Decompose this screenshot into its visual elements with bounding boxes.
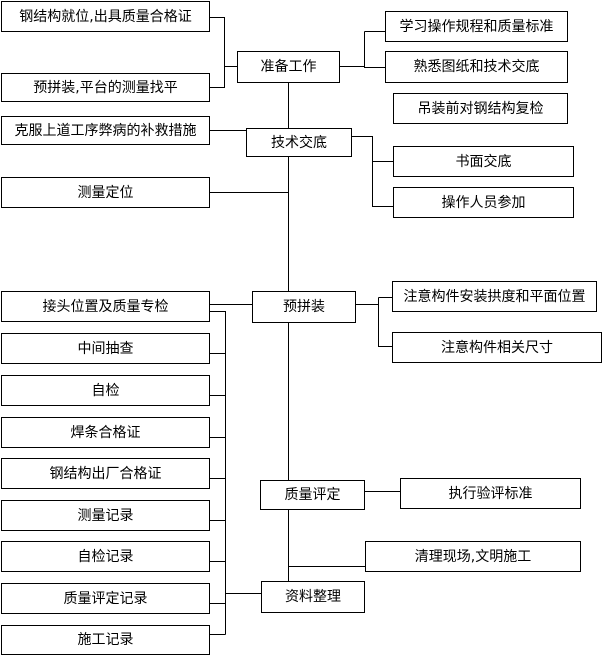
tech-item-remedy: 克服上道工序弊病的补救措施: [1, 116, 210, 145]
tech-item-survey: 测量定位: [1, 177, 210, 208]
stage-quality: 质量评定: [260, 480, 365, 510]
check-item-quality-record: 质量评定记录: [1, 583, 210, 614]
check-item-joint: 接头位置及质量专检: [1, 291, 210, 322]
pre-right-connector: [356, 297, 392, 347]
prep-left-connector: [210, 17, 237, 88]
tech-left-connector: [210, 130, 288, 193]
stage-docs: 资料整理: [261, 581, 365, 613]
stage-tech: 技术交底: [246, 128, 352, 157]
pre-item-camber: 注意构件安装拱度和平面位置: [392, 281, 597, 312]
check-item-self-record: 自检记录: [1, 541, 210, 572]
prep-item-cert: 钢结构就位,出具质量合格证: [1, 1, 210, 32]
quality-item-standard: 执行验评标准: [400, 478, 581, 509]
quality-item-cleanup: 清理现场,文明施工: [365, 541, 581, 572]
quality-connectors: [288, 491, 400, 567]
tech-item-operators: 操作人员参加: [393, 187, 574, 218]
prep-right-connector: [340, 31, 385, 68]
check-item-survey-record: 测量记录: [1, 500, 210, 531]
prep-item-drawings: 熟悉图纸和技术交底: [385, 51, 568, 83]
prep-item-recheck: 吊装前对钢结构复检: [393, 93, 568, 124]
check-item-factory: 钢结构出厂合格证: [1, 458, 210, 489]
tech-right-connector: [352, 136, 393, 207]
check-item-spot: 中间抽查: [1, 333, 210, 364]
pre-item-dims: 注意构件相关尺寸: [392, 332, 602, 363]
check-item-self: 自检: [1, 375, 210, 406]
prep-item-study: 学习操作规程和质量标准: [385, 11, 568, 42]
prep-item-leveling: 预拼装,平台的测量找平: [1, 73, 210, 102]
check-item-electrode: 焊条合格证: [1, 417, 210, 448]
checks-bus-line: [210, 311, 261, 635]
check-item-construction-record: 施工记录: [1, 625, 210, 655]
stage-prep: 准备工作: [237, 51, 340, 83]
stage-preassembly: 预拼装: [252, 291, 356, 323]
tech-item-written: 书面交底: [393, 146, 574, 177]
